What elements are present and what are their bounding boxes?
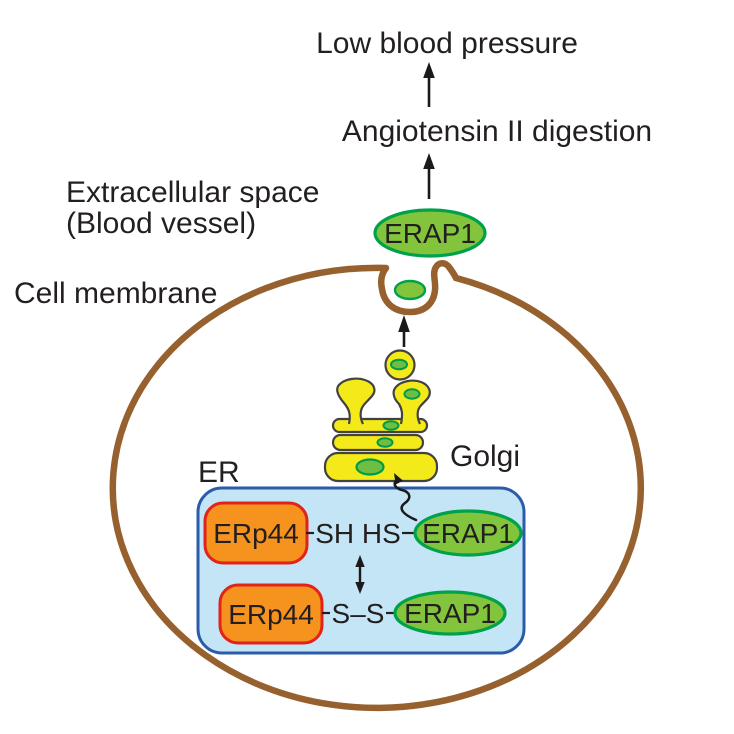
cisterna-top-cargo-oval xyxy=(382,420,400,431)
pit-cargo-oval xyxy=(393,279,427,301)
blood-vessel-label: (Blood vessel) xyxy=(66,207,256,240)
erap1-label-reduced: ERAP1 xyxy=(422,518,514,549)
erp44-label-reduced: ERp44 xyxy=(213,518,299,549)
cell-membrane-label: Cell membrane xyxy=(14,277,217,310)
squiggle-arrow-head xyxy=(394,473,403,485)
cisterna-bottom-cargo-oval xyxy=(355,458,385,476)
arrow-er-to-golgi-squiggle xyxy=(393,473,418,522)
equilibrium-arrow xyxy=(355,555,365,594)
arrow-head xyxy=(423,153,435,169)
equilibrium-head-down xyxy=(355,582,365,594)
vesicle-cargo-oval xyxy=(390,358,408,371)
erap1-oval-reduced xyxy=(413,509,523,557)
erp44-label-oxidized: ERp44 xyxy=(228,599,314,630)
cisterna-middle-cargo-oval xyxy=(376,437,394,448)
er-label: ER xyxy=(198,456,240,489)
golgi-bud-left xyxy=(336,377,376,425)
arrow-digestion-to-pressure xyxy=(423,62,435,107)
bond-label-oxidized: S–S xyxy=(332,598,385,629)
low-blood-pressure-label: Low blood pressure xyxy=(316,27,578,60)
golgi-bud-right xyxy=(392,379,431,425)
angiotensin-digestion-label: Angiotensin II digestion xyxy=(342,115,652,148)
extracellular-space-label: Extracellular space xyxy=(66,176,319,209)
golgi-apparatus xyxy=(323,349,439,483)
erap1-secreted-oval xyxy=(373,208,487,258)
arrow-vesicle-to-membrane xyxy=(398,315,410,347)
equilibrium-head-up xyxy=(355,555,365,567)
arrow-erap1-to-digestion xyxy=(423,153,435,199)
arrow-head xyxy=(423,62,435,78)
cell-membrane-outline xyxy=(109,260,645,712)
squiggle-shaft xyxy=(393,478,418,522)
erap1-secreted-label: ERAP1 xyxy=(384,218,476,249)
er-complex-reduced: ERp44 SH HS ERAP1 xyxy=(203,501,523,565)
erap1-secreted: ERAP1 xyxy=(373,208,487,258)
er-complex-oxidized: ERp44 S–S ERAP1 xyxy=(218,583,507,645)
erap1-oval-oxidized xyxy=(393,590,507,636)
arrow-head xyxy=(398,315,410,332)
golgi-label: Golgi xyxy=(450,440,520,473)
bud-cargo-oval xyxy=(403,388,421,400)
bond-label-reduced: SH HS xyxy=(315,518,401,549)
erap1-label-oxidized: ERAP1 xyxy=(404,598,496,629)
